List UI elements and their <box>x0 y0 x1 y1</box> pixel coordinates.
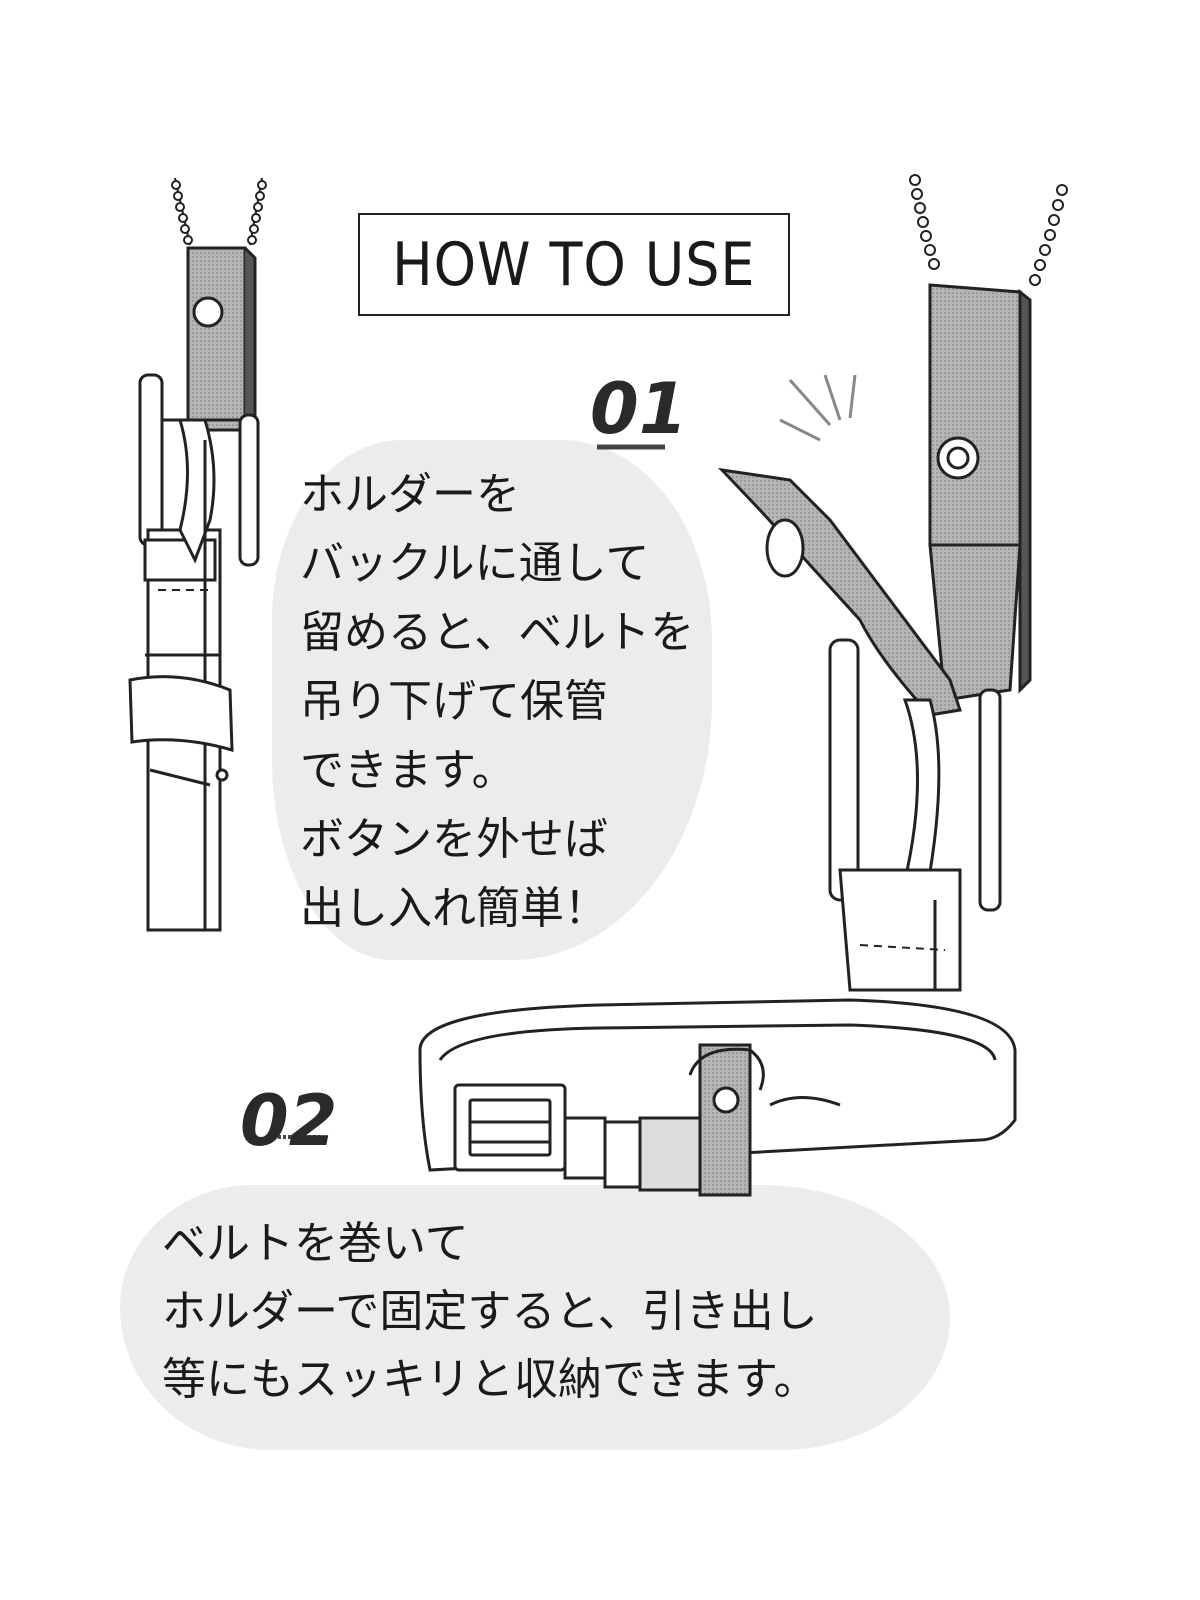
title-box: HOW TO USE <box>358 213 790 316</box>
snap-button-left <box>192 296 224 328</box>
page-title: HOW TO USE <box>392 229 756 300</box>
holder-strap-left <box>186 246 247 432</box>
hanging-belt-illustration-left <box>128 177 267 932</box>
step2-instructions: ベルトを巻いて ホルダーで固定すると、引き出し 等にもスッキリと収納できます。 <box>162 1218 818 1405</box>
step2-text-background <box>120 1185 950 1450</box>
ball-chain-right <box>909 174 1068 286</box>
belt-loop-left <box>128 675 234 753</box>
holder-strap-bottom <box>698 1043 752 1197</box>
coiled-belt-illustration <box>418 998 1017 1197</box>
holder-strap-right <box>928 283 1022 547</box>
step1-text-background <box>272 440 712 960</box>
step2-number: 02 <box>240 1080 338 1162</box>
holder-unsnapped-illustration-right <box>717 174 1068 992</box>
ball-chain-left <box>171 177 267 246</box>
step1-instructions: ホルダーを バックルに通して 留めると、ベルトを 吊り下げて保管 できます。 ボ… <box>300 469 695 934</box>
step1-number: 01 <box>590 368 688 450</box>
motion-lines-icon <box>779 374 857 442</box>
